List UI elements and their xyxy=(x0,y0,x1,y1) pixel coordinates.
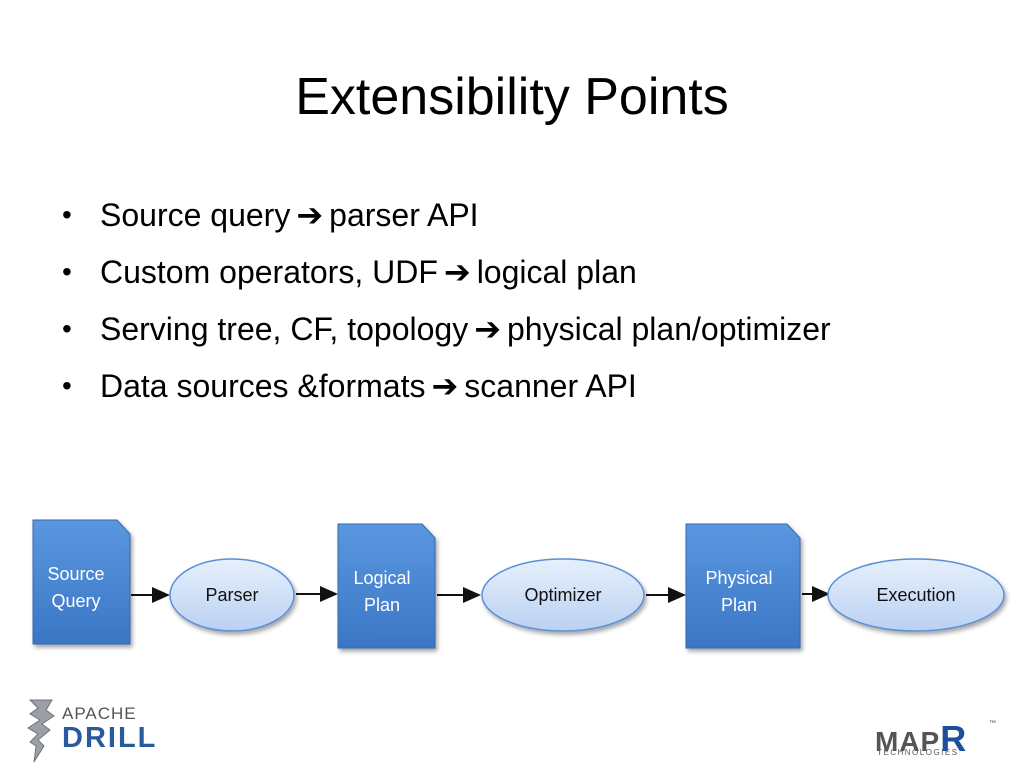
bullet-text: Serving tree, CF, topology xyxy=(100,310,469,347)
bullet-target: logical plan xyxy=(476,253,637,290)
bullet-item: • Custom operators, UDF ➔ logical plan xyxy=(62,243,831,300)
bullet-target: parser API xyxy=(329,196,479,233)
document-label: Query xyxy=(51,591,100,611)
bullet-dot-icon: • xyxy=(62,312,72,344)
bullet-dot-icon: • xyxy=(62,369,72,401)
document-label: Plan xyxy=(721,595,757,615)
slide-title: Extensibility Points xyxy=(295,68,729,126)
right-arrow-icon: ➔ xyxy=(431,367,459,404)
logo-r: R xyxy=(940,718,968,759)
bullet-target: scanner API xyxy=(464,367,637,404)
bullet-dot-icon: • xyxy=(62,198,72,230)
trademark-mark: ™ xyxy=(989,720,996,727)
right-arrow-icon: ➔ xyxy=(474,310,501,347)
execution-process-oval xyxy=(827,558,1005,632)
right-arrow-icon: ➔ xyxy=(443,253,471,290)
process-label: Parser xyxy=(205,585,258,605)
bullet-text: Source query xyxy=(100,196,291,233)
source-query-document xyxy=(32,519,131,645)
document-label: Plan xyxy=(364,595,400,615)
bullet-dot-icon: • xyxy=(62,255,72,287)
process-label: Execution xyxy=(876,585,955,605)
bullet-item: • Serving tree, CF, topology ➔ physical … xyxy=(62,300,831,357)
drill-bit-icon xyxy=(27,699,55,763)
logo-word: MAP xyxy=(875,726,941,757)
mapr-logo: MAPR TECHNOLOGIES ™ xyxy=(873,718,1003,764)
physical-plan-document xyxy=(685,523,801,649)
logo-subtext: TECHNOLOGIES xyxy=(877,748,959,757)
right-arrow-icon: ➔ xyxy=(296,196,324,233)
logo-text: DRILL xyxy=(62,722,158,754)
logical-plan-document xyxy=(337,523,436,649)
document-label: Logical xyxy=(353,568,410,588)
document-label: Source xyxy=(47,564,104,584)
bullet-text: Data sources &formats xyxy=(100,367,426,404)
bullet-target: physical plan/optimizer xyxy=(507,310,831,347)
bullet-item: • Data sources &formats ➔ scanner API xyxy=(62,357,831,414)
optimizer-process-oval xyxy=(481,558,645,632)
document-label: Physical xyxy=(705,568,772,588)
process-label: Optimizer xyxy=(524,585,601,605)
bullet-list: • Source query ➔ parser API • Custom ope… xyxy=(62,186,831,414)
bullet-item: • Source query ➔ parser API xyxy=(62,186,831,243)
logo-text: MAPR xyxy=(875,718,967,760)
logo-text: APACHE xyxy=(62,704,137,723)
bullet-text: Custom operators, UDF xyxy=(100,253,438,290)
apache-drill-logo: APACHE DRILL xyxy=(22,696,172,766)
parser-process-oval xyxy=(169,558,295,632)
